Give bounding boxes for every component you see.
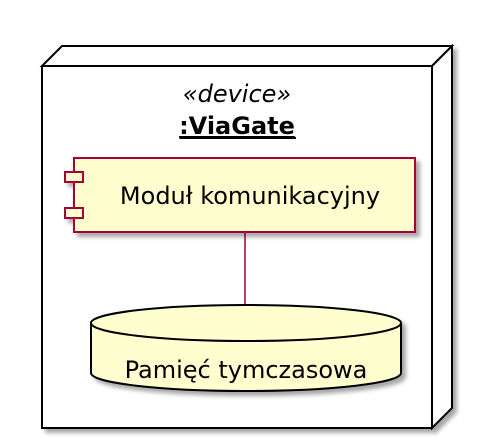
database-label: Pamięć tymczasowa [125,356,368,384]
node-stereotype: «device» [183,80,291,108]
component-port-top [64,171,84,183]
temporary-memory-database [90,304,402,392]
node-name: :ViaGate [179,112,295,140]
component-body [73,157,416,233]
device-node-side-face [431,43,453,431]
device-node-top-face [39,45,455,67]
component-label: Moduł komunikacyjny [120,182,380,210]
database-top [90,304,402,342]
communication-module-component [64,157,416,233]
component-port-bottom [64,207,84,219]
database-body [90,323,402,392]
